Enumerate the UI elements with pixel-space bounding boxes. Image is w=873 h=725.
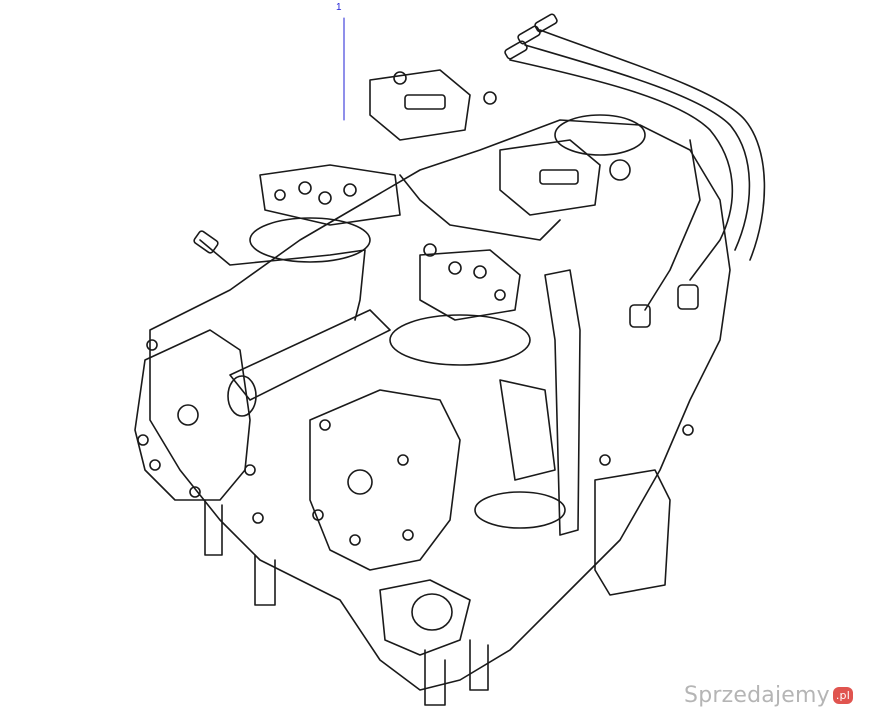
fitting-2 — [517, 25, 541, 45]
leg-right — [424, 649, 446, 706]
fitting-4 — [193, 230, 219, 254]
engine-block-outline — [149, 119, 731, 691]
round-housing-2 — [389, 314, 531, 366]
top-valve-block-1 — [369, 69, 471, 141]
top-valve-block-3 — [259, 164, 401, 226]
round-housing-3 — [554, 114, 646, 156]
hydraulic-line-1 — [509, 59, 734, 281]
vertical-bracket — [544, 269, 581, 536]
watermark-text: Sprzedajemy — [684, 683, 830, 708]
crank-disc — [474, 491, 566, 529]
fitting-1 — [504, 40, 528, 60]
hydraulic-line-6 — [399, 174, 561, 241]
left-pump-housing — [134, 329, 251, 501]
leg-left — [204, 499, 223, 556]
lower-flange — [379, 579, 471, 656]
cylinder-tube — [229, 309, 391, 401]
right-lower-box — [594, 469, 671, 596]
leg-mid — [254, 554, 276, 606]
top-valve-block-2 — [499, 139, 601, 216]
hydraulic-line-3 — [539, 29, 766, 261]
center-pump-housing — [309, 389, 461, 571]
fitting-6 — [677, 284, 699, 310]
round-housing-1 — [249, 217, 371, 263]
hydraulic-line-5 — [199, 239, 366, 321]
watermark-suffix: .pl — [832, 687, 853, 704]
watermark: Sprzedajemy.pl — [684, 683, 853, 708]
top-valve-block-4 — [419, 249, 521, 321]
leg-center — [469, 639, 489, 691]
fitting-5 — [629, 304, 651, 328]
hydraulic-line-4 — [644, 139, 701, 311]
crank-arm — [499, 379, 556, 481]
callout-number: 1 — [336, 2, 342, 13]
fitting-3 — [534, 13, 558, 33]
hydraulic-line-2 — [524, 44, 751, 251]
